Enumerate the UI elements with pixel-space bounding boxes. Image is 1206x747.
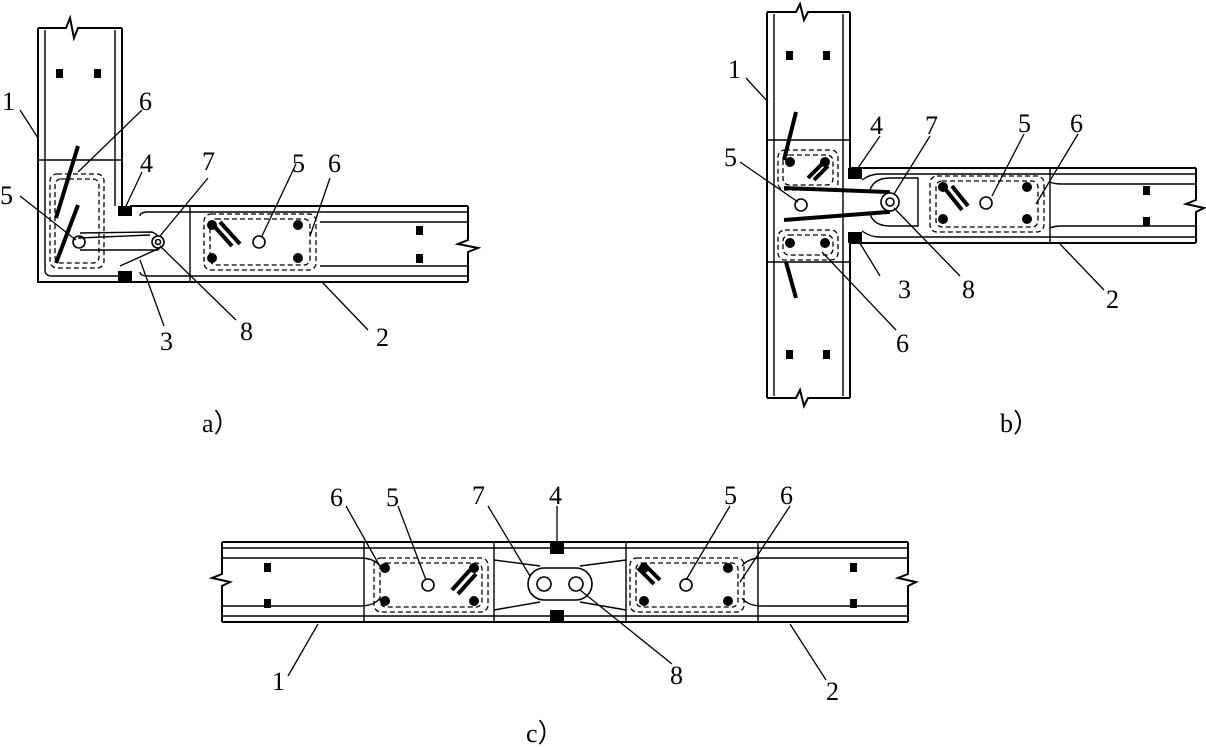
panel-b: 1 4 7 5 6 5 3 8 2 6 b）	[724, 1, 1206, 438]
panel-b-caption: b）	[1000, 409, 1039, 438]
panel-a-label-3: 3	[160, 327, 173, 356]
panel-c-label-6-left: 6	[330, 483, 343, 512]
panel-b-horizontal-wall	[850, 167, 1206, 244]
panel-c-label-5-right: 5	[724, 481, 737, 510]
panel-a-label-5-left: 5	[0, 181, 13, 210]
panel-b-label-4: 4	[870, 111, 883, 140]
panel-c-leaders	[287, 505, 827, 681]
panel-b-label-3: 3	[898, 275, 911, 304]
panel-c-joint	[493, 542, 627, 622]
panel-c-caption: c）	[526, 719, 564, 747]
panel-b-leaders	[739, 77, 1105, 331]
panel-c-walls	[208, 541, 919, 623]
panel-a-leaders	[19, 109, 369, 331]
panel-b-label-5-right: 5	[1018, 109, 1031, 138]
panel-a-label-4: 4	[140, 149, 153, 178]
panel-a-horizontal-wall	[130, 205, 482, 283]
panel-a-label-1: 1	[2, 87, 15, 116]
panel-a: 1 6 4 5 7 5 6 3 8 2 a）	[0, 14, 482, 438]
panel-c-left-cage	[373, 557, 489, 613]
panel-c-label-8: 8	[670, 661, 683, 690]
panel-a-label-6-top: 6	[139, 87, 152, 116]
panel-a-label-6-right: 6	[328, 149, 341, 178]
panel-a-joint	[77, 206, 165, 282]
panel-c-label-5-left: 5	[386, 483, 399, 512]
panel-b-label-5-left: 5	[724, 143, 737, 172]
panel-b-vertical-wall	[766, 1, 851, 409]
panel-a-label-7: 7	[202, 147, 215, 176]
panel-b-label-6-right: 6	[1070, 109, 1083, 138]
panel-a-label-2: 2	[376, 323, 389, 352]
panel-c-label-2: 2	[826, 677, 839, 706]
panel-c-label-6-right: 6	[780, 481, 793, 510]
panel-c-label-4: 4	[549, 481, 562, 510]
panel-b-label-1: 1	[728, 55, 741, 84]
panel-b-label-8: 8	[962, 275, 975, 304]
panel-b-label-2: 2	[1106, 285, 1119, 314]
panel-a-label-5-right: 5	[292, 149, 305, 178]
panel-a-label-8: 8	[240, 317, 253, 346]
panel-b-joint	[783, 168, 919, 243]
panel-c-label-7: 7	[472, 481, 485, 510]
panel-a-vertical-wall	[37, 14, 130, 283]
panel-b-label-7: 7	[925, 111, 938, 140]
panel-c-right-cage	[629, 557, 745, 613]
panel-b-label-6-bottom: 6	[896, 329, 909, 358]
panel-c-label-1: 1	[272, 667, 285, 696]
panel-a-caption: a）	[202, 409, 240, 438]
panel-c: 6 5 7 4 5 6 1 8 2 c）	[208, 481, 919, 747]
